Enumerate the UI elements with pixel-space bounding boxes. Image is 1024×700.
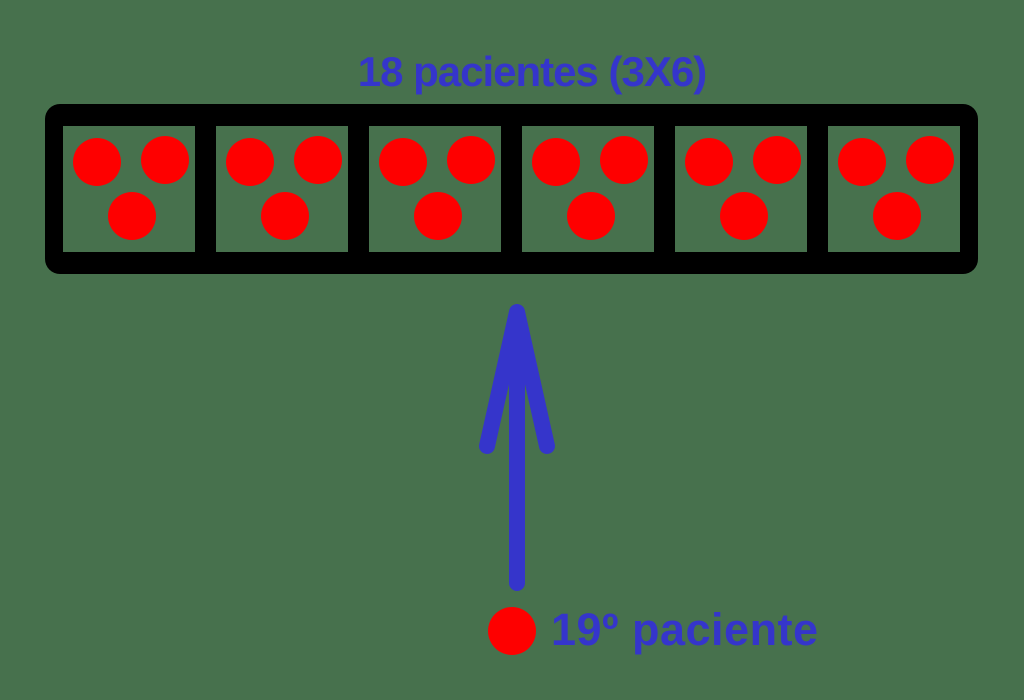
patient-group-cell — [216, 126, 348, 252]
patient-dot — [599, 136, 648, 184]
patient-dot — [752, 136, 801, 184]
extra-patient-label: 19º paciente — [551, 604, 819, 655]
patient-dot — [260, 192, 309, 240]
patient-dot — [226, 138, 275, 186]
patients-box — [45, 104, 978, 274]
patient-dot — [413, 192, 462, 240]
diagram-title: 18 pacientes (3X6) — [357, 48, 708, 95]
patient-dot — [140, 136, 189, 184]
extra-patient-dot — [488, 607, 536, 655]
patient-group-cell — [675, 126, 807, 252]
patient-dot — [566, 192, 615, 240]
patient-dot — [107, 192, 156, 240]
patient-group-cell — [63, 126, 195, 252]
patient-dot — [905, 136, 954, 184]
patient-dot — [838, 138, 887, 186]
patient-group-cell — [369, 126, 501, 252]
patient-group-cell — [522, 126, 654, 252]
patient-group-cell — [828, 126, 960, 252]
patient-dot — [872, 192, 921, 240]
patient-dot — [293, 136, 342, 184]
patient-dot — [73, 138, 122, 186]
patient-dot — [719, 192, 768, 240]
patient-dot — [379, 138, 428, 186]
patient-dot — [532, 138, 581, 186]
patient-dot — [685, 138, 734, 186]
patient-dot — [446, 136, 495, 184]
